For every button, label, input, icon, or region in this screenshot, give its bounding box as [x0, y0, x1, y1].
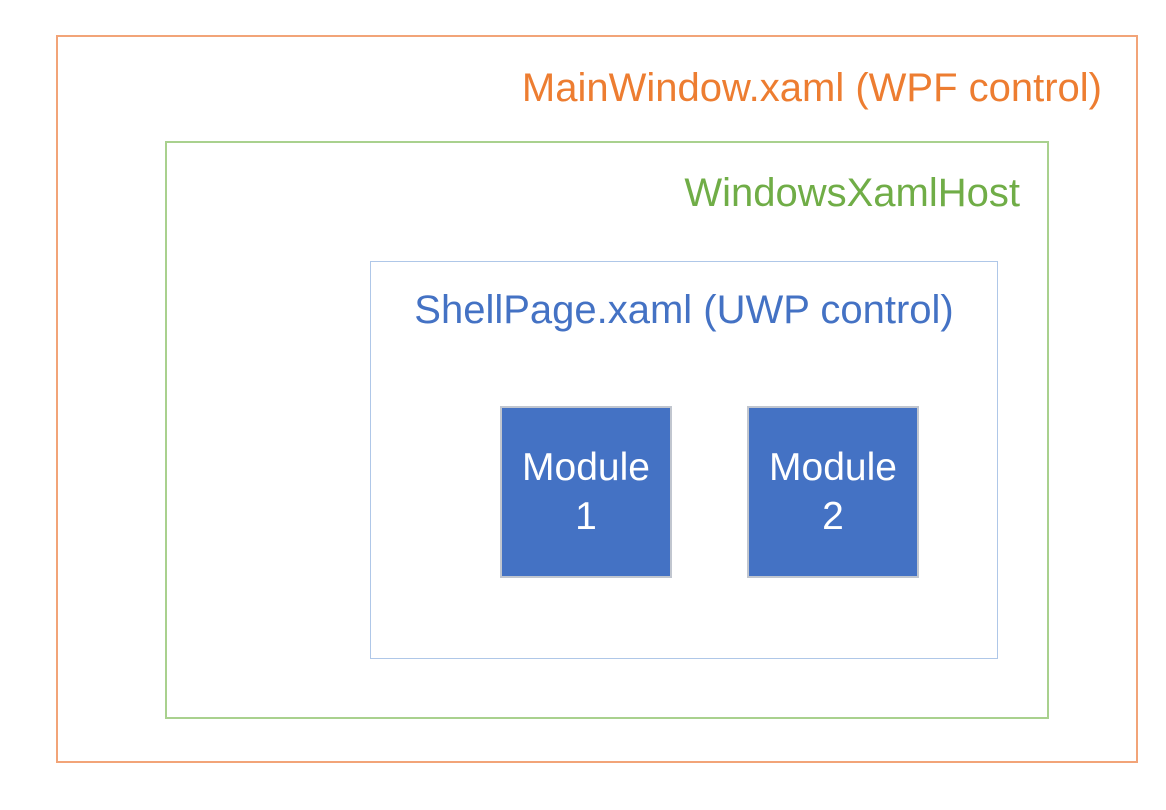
module-1-box: Module 1 — [500, 406, 672, 578]
windowsxamlhost-label: WindowsXamlHost — [684, 171, 1020, 215]
shellpage-uwp-label: ShellPage.xaml (UWP control) — [414, 288, 954, 332]
module-1-label: Module 1 — [522, 446, 650, 538]
mainwindow-wpf-box: MainWindow.xaml (WPF control) WindowsXam… — [56, 35, 1138, 763]
windowsxamlhost-box: WindowsXamlHost ShellPage.xaml (UWP cont… — [165, 141, 1049, 719]
shellpage-uwp-box: ShellPage.xaml (UWP control) Module 1 Mo… — [370, 261, 998, 659]
module-2-box: Module 2 — [747, 406, 919, 578]
mainwindow-wpf-label: MainWindow.xaml (WPF control) — [521, 66, 1102, 110]
module-2-label: Module 2 — [769, 446, 897, 538]
